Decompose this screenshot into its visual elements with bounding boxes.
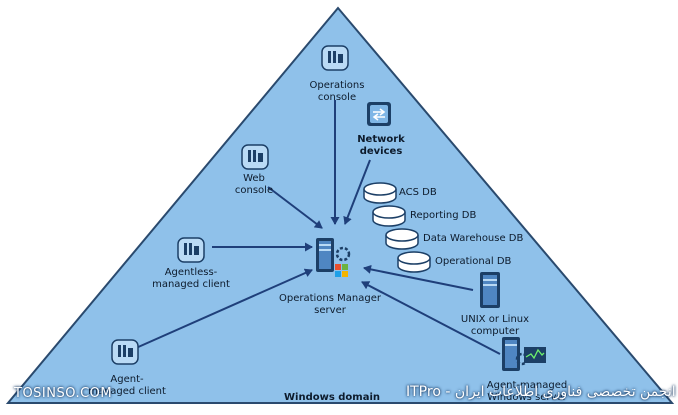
watermark-left: TOSINSO.COM xyxy=(14,386,113,401)
agent-client-label: Agent- managed client xyxy=(88,374,166,397)
db-cylinder-operational xyxy=(397,251,431,273)
unix-server-icon xyxy=(480,272,500,308)
db-cylinder-acs xyxy=(363,182,397,204)
operations-console-label: Operations console xyxy=(309,80,365,103)
watermark-right: ITPro - انجمن تخصصی فناوری اطلاعات ایران xyxy=(406,384,676,400)
ops-manager-server-label: Operations Manager server xyxy=(279,293,381,316)
db-label-acs: ACS DB xyxy=(399,187,437,198)
db-cylinder-reporting xyxy=(372,205,406,227)
arrow-agent-server xyxy=(361,281,501,355)
ops-manager-server-icon xyxy=(316,238,351,277)
watermark: TOSINSO.COM ITPro - انجمن تخصصی فناوری ا… xyxy=(14,383,676,403)
agentless-client-icon xyxy=(177,237,205,263)
arrow-agent-client xyxy=(135,268,313,349)
domain-triangle xyxy=(5,6,675,404)
web-console-label: Web console xyxy=(234,173,274,196)
arrow-web-console xyxy=(267,186,323,229)
network-devices-label: Network devices xyxy=(357,134,405,157)
unix-linux-label: UNIX or Linux computer xyxy=(460,314,530,337)
agentless-client-label: Agentless- managed client xyxy=(152,267,230,290)
network-device-icon xyxy=(367,102,391,126)
db-label-reporting: Reporting DB xyxy=(410,210,477,221)
windows-server-icon xyxy=(502,337,546,371)
agent-server-label: Agent-managed Windows server xyxy=(486,380,568,403)
arrow-unix xyxy=(363,264,474,291)
web-console-icon xyxy=(241,144,269,170)
db-cylinder-warehouse xyxy=(385,228,419,250)
arrow-network-devices xyxy=(343,159,371,225)
agent-client-icon xyxy=(111,339,139,365)
operations-console-icon xyxy=(321,45,349,71)
domain-label: Windows domain xyxy=(284,392,381,403)
db-label-warehouse: Data Warehouse DB xyxy=(423,233,524,244)
db-label-operational: Operational DB xyxy=(435,256,512,267)
